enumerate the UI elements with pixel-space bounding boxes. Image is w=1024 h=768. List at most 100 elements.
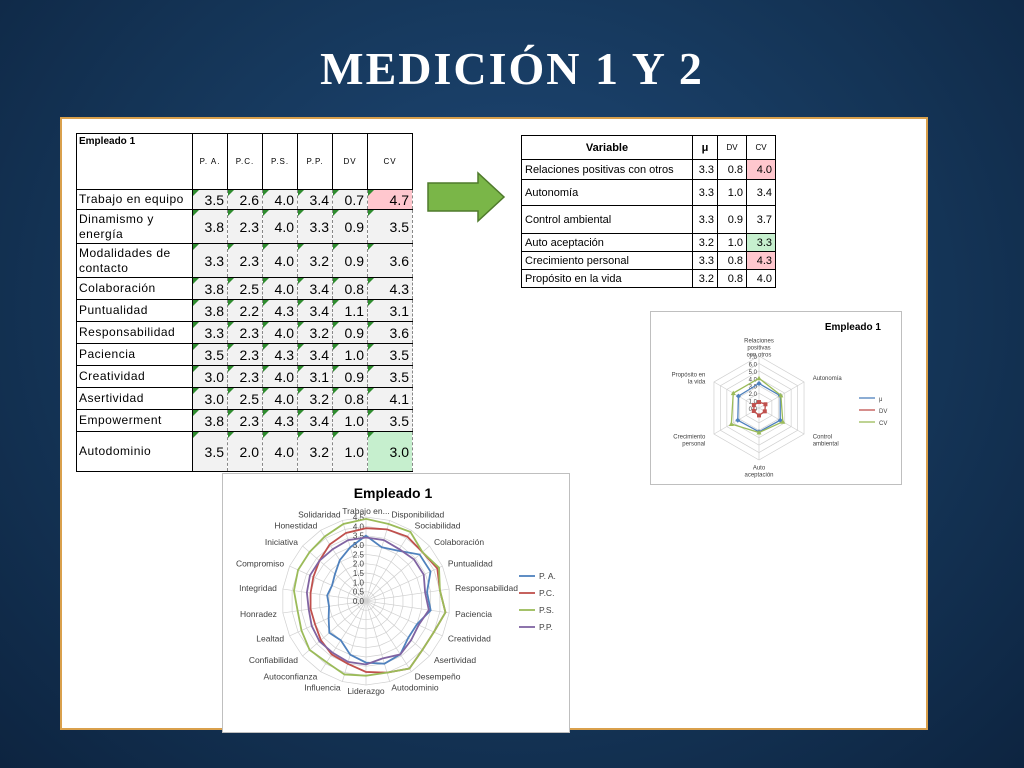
- axis-label: Compromiso: [236, 559, 284, 569]
- value-cell: 1.0: [717, 179, 747, 206]
- tick-label: 5.0: [749, 370, 758, 376]
- data-point: [756, 375, 762, 381]
- series-line: [730, 377, 784, 434]
- axis-label: Integridad: [239, 583, 277, 593]
- axis-label: Creatividad: [448, 633, 491, 643]
- tick-label: 4.5: [353, 513, 365, 522]
- variable-label: Autonomía: [521, 179, 693, 206]
- value-cell: 3.8: [192, 409, 228, 432]
- value-cell: 3.6: [367, 243, 413, 278]
- value-cell: 2.3: [227, 243, 263, 278]
- value-cell: 1.0: [332, 343, 368, 366]
- axis-spoke: [282, 600, 367, 614]
- row-label: Puntualidad: [76, 299, 193, 322]
- row-label: Colaboración: [76, 277, 193, 300]
- value-cell: 3.5: [192, 343, 228, 366]
- value-cell: 3.2: [297, 387, 333, 410]
- header-pc: P.C.: [227, 133, 263, 190]
- axis-label: Disponibilidad: [391, 510, 444, 520]
- axis-spoke: [365, 600, 430, 657]
- data-point: [751, 403, 756, 408]
- value-cell: 3.0: [192, 365, 228, 388]
- data-point: [730, 390, 736, 396]
- value-cell: 3.5: [367, 209, 413, 244]
- value-cell: 4.0: [262, 365, 298, 388]
- axis-label: Autonomía: [813, 376, 843, 382]
- tick-label: 0.5: [353, 588, 365, 597]
- value-cell: 2.5: [227, 387, 263, 410]
- value-cell: 3.2: [297, 321, 333, 344]
- axis-spoke: [365, 588, 450, 602]
- data-point: [757, 413, 761, 418]
- tick-label: 2.5: [353, 550, 365, 559]
- value-cell: 0.9: [717, 205, 747, 234]
- axis-spoke: [365, 600, 450, 614]
- value-cell: 3.2: [692, 269, 718, 288]
- value-cell: 3.4: [297, 299, 333, 322]
- axis-label: Confiabilidad: [249, 655, 298, 665]
- axis-label: Desempeño: [415, 672, 461, 682]
- row-label: Asertividad: [76, 387, 193, 410]
- axis-label: Autodominio: [391, 682, 439, 692]
- value-cell: 3.3: [192, 243, 228, 278]
- value-cell: 4.0: [262, 189, 298, 210]
- value-cell: 3.8: [192, 299, 228, 322]
- data-point: [756, 380, 762, 387]
- value-cell: 3.5: [367, 409, 413, 432]
- value-cell: 0.8: [717, 269, 747, 288]
- arrow-right-icon: [427, 171, 506, 223]
- value-cell: 3.3: [692, 251, 718, 270]
- value-cell: 3.4: [297, 343, 333, 366]
- axis-spoke: [320, 530, 367, 602]
- value-cell: 3.0: [192, 387, 228, 410]
- value-cell: 4.3: [746, 251, 776, 270]
- axis-label: Asertividad: [434, 655, 476, 665]
- value-cell: 2.5: [227, 277, 263, 300]
- value-cell: 4.0: [262, 277, 298, 300]
- slide-title: MEDICIÓN 1 Y 2: [320, 43, 704, 94]
- value-cell: 4.0: [262, 321, 298, 344]
- value-cell: 3.3: [692, 179, 718, 206]
- tick-label: 4.0: [353, 522, 365, 531]
- axis-label: Puntualidad: [448, 559, 493, 569]
- data-point: [756, 430, 762, 435]
- value-cell: 3.4: [297, 409, 333, 432]
- header-cv: CV: [367, 133, 413, 190]
- legend-label: P.S.: [539, 605, 554, 615]
- tick-label: 1.0: [749, 400, 758, 406]
- axis-label: Sociabilidad: [415, 520, 461, 530]
- data-point: [751, 408, 756, 413]
- tick-label: 0.0: [353, 597, 365, 606]
- value-cell: 3.4: [297, 189, 333, 210]
- row-label: Paciencia: [76, 343, 193, 366]
- axis-label: Influencia: [304, 682, 341, 692]
- value-cell: 3.0: [367, 431, 413, 472]
- header-dv: DV: [717, 135, 747, 160]
- value-cell: 0.9: [332, 321, 368, 344]
- tick-label: 3.0: [353, 541, 365, 550]
- axis-spoke: [365, 520, 391, 602]
- value-cell: 0.8: [332, 277, 368, 300]
- axis-spoke: [365, 600, 412, 672]
- value-cell: 3.5: [367, 365, 413, 388]
- tick-label: 1.5: [353, 569, 365, 578]
- value-cell: 1.0: [332, 431, 368, 472]
- value-cell: 3.1: [297, 365, 333, 388]
- value-cell: 3.3: [692, 159, 718, 180]
- value-cell: 2.2: [227, 299, 263, 322]
- value-cell: 3.7: [746, 205, 776, 234]
- value-cell: 4.3: [262, 299, 298, 322]
- value-cell: 0.9: [332, 209, 368, 244]
- legend-label: CV: [879, 421, 887, 427]
- header-ps: P.S.: [262, 133, 298, 190]
- value-cell: 2.3: [227, 209, 263, 244]
- value-cell: 3.3: [746, 233, 776, 252]
